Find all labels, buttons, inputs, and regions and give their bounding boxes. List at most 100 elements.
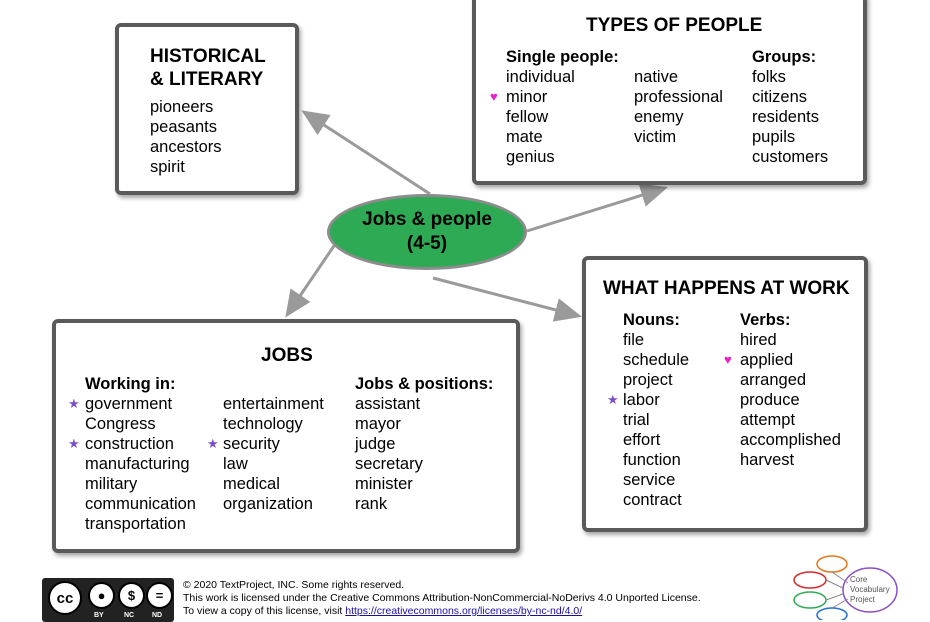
list-item: contract	[623, 491, 682, 509]
list-item: applied	[740, 351, 794, 369]
list-item: organization	[223, 495, 313, 513]
cc-license-badge[interactable]: cc ● $ = BY NC ND	[42, 578, 174, 622]
copyright-text: © 2020 TextProject, INC. Some rights res…	[183, 579, 405, 591]
jobs-positions-col: Jobs & positions: assistant mayor judge …	[355, 374, 493, 514]
jobs-working-col2: entertainment technology security law me…	[223, 394, 324, 514]
types-of-people-box: TYPES OF PEOPLE Single people: individua…	[472, 0, 867, 185]
positions-heading: Jobs & positions:	[355, 375, 494, 393]
list-item: project	[623, 371, 673, 389]
license-footer: © 2020 TextProject, INC. Some rights res…	[183, 579, 701, 618]
historical-title: HISTORICAL & LITERARY	[150, 46, 266, 90]
list-item: technology	[223, 415, 303, 433]
list-item: minister	[355, 475, 413, 493]
groups-heading: Groups:	[752, 48, 817, 66]
list-item: Congress	[85, 415, 156, 433]
list-item: hired	[740, 331, 777, 349]
heart-icon: ♥	[724, 352, 732, 367]
list-item: file	[623, 331, 645, 349]
list-item: citizens	[752, 88, 808, 106]
arrow-to-types	[526, 183, 668, 233]
attribution-person-icon: ●	[88, 582, 115, 609]
list-item: military	[85, 475, 138, 493]
list-item: peasants	[150, 118, 217, 136]
license-link[interactable]: https://creativecommons.org/licenses/by-…	[345, 605, 583, 617]
list-item: customers	[752, 148, 829, 166]
list-item: pupils	[752, 128, 796, 146]
list-item: entertainment	[223, 395, 324, 413]
license-link-line: To view a copy of this license, visit ht…	[183, 605, 583, 617]
list-item: secretary	[355, 455, 423, 473]
jobs-box: JOBS Working in: government Congress con…	[52, 319, 520, 553]
star-icon: ★	[68, 396, 80, 411]
list-item: individual	[506, 68, 575, 86]
types-title: TYPES OF PEOPLE	[586, 15, 763, 36]
list-item: mayor	[355, 415, 401, 433]
list-item: professional	[634, 88, 723, 106]
nouns-heading: Nouns:	[623, 311, 680, 329]
list-item: labor	[623, 391, 660, 409]
list-item: arranged	[740, 371, 807, 389]
center-topic-node: Jobs & people (4-5)	[327, 194, 527, 270]
list-item: pioneers	[150, 98, 214, 116]
list-item: assistant	[355, 395, 421, 413]
work-title: WHAT HAPPENS AT WORK	[603, 278, 850, 299]
list-item: ancestors	[150, 138, 222, 156]
center-topic-title: Jobs & people	[362, 209, 492, 230]
list-item: harvest	[740, 451, 795, 469]
logo-line1: Core	[850, 575, 868, 584]
noderivs-equals-icon: =	[146, 582, 173, 609]
types-groups-col: Groups: folks citizens residents pupils …	[752, 47, 828, 167]
list-item: transportation	[85, 515, 186, 533]
historical-literary-box: HISTORICAL & LITERARY pioneers peasants …	[115, 23, 299, 195]
list-item: trial	[623, 411, 650, 429]
logo-line3: Project	[850, 595, 876, 604]
working-in-heading: Working in:	[85, 375, 176, 393]
list-item: security	[223, 435, 280, 453]
list-item: native	[634, 68, 679, 86]
star-icon: ★	[207, 436, 219, 451]
list-item: genius	[506, 148, 555, 166]
logo-line2: Vocabulary	[850, 585, 890, 594]
list-item: residents	[752, 108, 819, 126]
jobs-title: JOBS	[261, 345, 313, 366]
list-item: rank	[355, 495, 388, 513]
list-item: mate	[506, 128, 543, 146]
list-item: folks	[752, 68, 786, 86]
list-item: service	[623, 471, 676, 489]
list-item: minor	[506, 88, 548, 106]
cc-nc-label: NC	[124, 612, 135, 619]
list-item: victim	[634, 128, 677, 146]
work-verbs-col: Verbs: hired applied arranged produce at…	[740, 310, 841, 470]
center-topic-grade: (4-5)	[406, 233, 448, 254]
heart-icon: ♥	[490, 89, 498, 104]
license-text: This work is licensed under the Creative…	[183, 592, 701, 604]
list-item: enemy	[634, 108, 684, 126]
list-item: schedule	[623, 351, 690, 369]
list-item: accomplished	[740, 431, 841, 449]
types-single-col2: native professional enemy victim	[634, 67, 723, 147]
cc-icon: cc	[48, 581, 82, 615]
historical-word-list: pioneers peasants ancestors spirit	[150, 97, 222, 177]
arrow-to-historical	[301, 110, 431, 196]
list-item: effort	[623, 431, 661, 449]
list-item: manufacturing	[85, 455, 190, 473]
verbs-heading: Verbs:	[740, 311, 791, 329]
list-item: medical	[223, 475, 280, 493]
list-item: construction	[85, 435, 174, 453]
list-item: produce	[740, 391, 800, 409]
list-item: law	[223, 455, 248, 473]
arrow-to-work	[432, 276, 582, 322]
cc-nd-label: ND	[152, 612, 163, 619]
arrow-to-jobs	[285, 239, 340, 318]
list-item: fellow	[506, 108, 549, 126]
list-item: government	[85, 395, 173, 413]
core-vocabulary-project-logo: Core Vocabulary Project	[793, 555, 898, 620]
star-icon: ★	[607, 392, 619, 407]
list-item: judge	[355, 435, 396, 453]
single-people-heading: Single people:	[506, 48, 619, 66]
list-item: function	[623, 451, 681, 469]
what-happens-at-work-box: WHAT HAPPENS AT WORK Nouns: file schedul…	[582, 256, 868, 532]
types-single-col1: Single people: individual minor fellow m…	[506, 47, 619, 167]
star-icon: ★	[68, 436, 80, 451]
